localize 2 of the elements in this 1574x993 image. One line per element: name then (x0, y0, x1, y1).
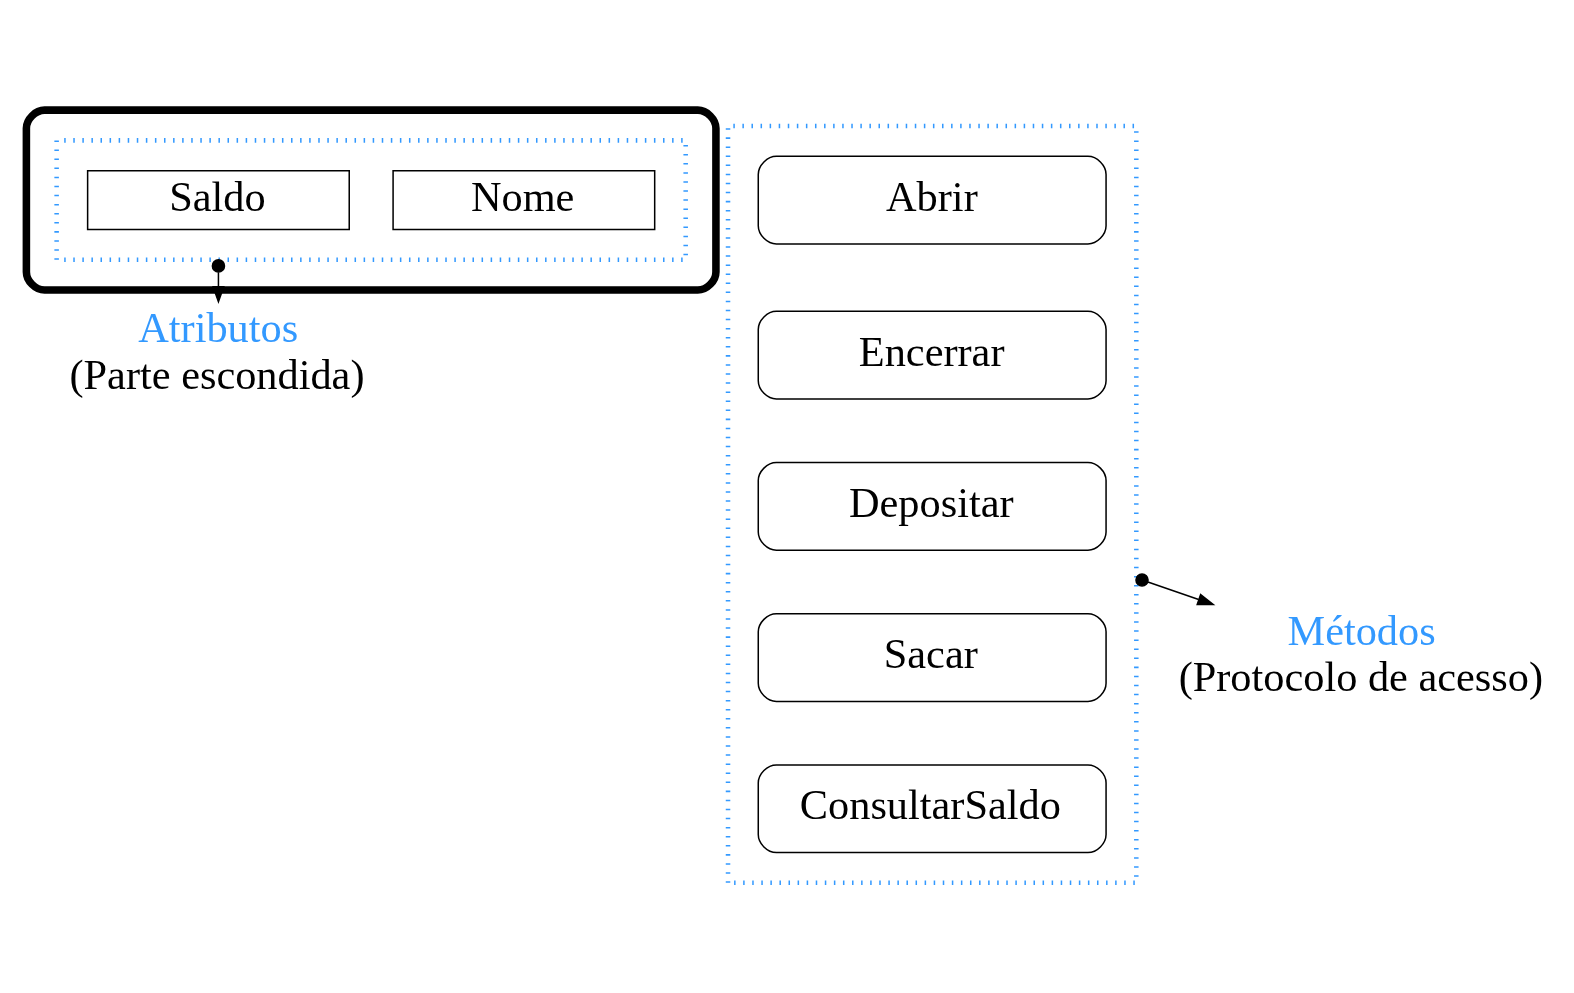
node-text: Métodos (Protocolo de acesso) (1178, 606, 1544, 701)
node-text: Atributos (Parte escondida) (69, 304, 365, 398)
